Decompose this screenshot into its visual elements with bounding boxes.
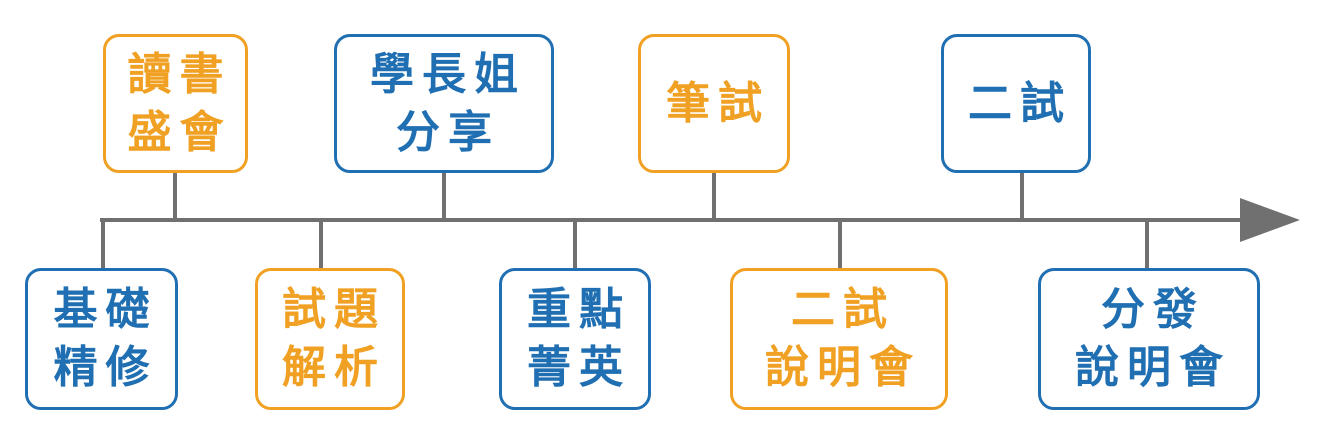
timeline-arrowhead [1240, 198, 1300, 242]
event-box-bishi: 筆試 [638, 34, 790, 173]
event-box-shiti: 試題 解析 [255, 268, 405, 410]
event-box-jichu: 基礎 精修 [25, 268, 178, 410]
event-label-xuezhang: 學長姐 分享 [370, 48, 526, 158]
event-label-zhongdian: 重點 菁英 [527, 284, 631, 393]
event-label-ershi-shuoming: 二試 說明會 [765, 284, 921, 393]
event-box-ershi: 二試 [941, 34, 1091, 173]
event-label-ershi: 二試 [968, 77, 1072, 129]
event-box-zhongdian: 重點 菁英 [499, 268, 651, 410]
event-label-dushu: 讀書 盛會 [127, 48, 232, 158]
event-label-bishi: 筆試 [666, 77, 770, 129]
event-box-xuezhang: 學長姐 分享 [334, 34, 554, 173]
event-box-dushu: 讀書 盛會 [103, 34, 248, 173]
event-label-jichu: 基礎 精修 [53, 284, 158, 393]
event-box-ershi-shuoming: 二試 說明會 [730, 268, 948, 410]
event-box-fenfa-shuoming: 分發 說明會 [1038, 268, 1260, 410]
event-label-shiti: 試題 解析 [282, 284, 386, 393]
event-label-fenfa-shuoming: 分發 說明會 [1075, 284, 1231, 393]
